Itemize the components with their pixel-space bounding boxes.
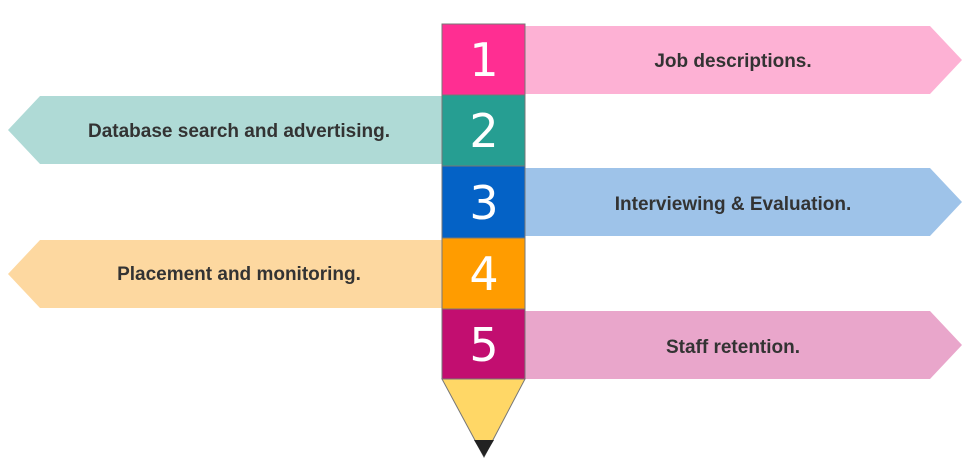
- step-4-box: [441, 237, 526, 310]
- step-2-arrow: [8, 96, 442, 164]
- step-5-number: 5: [469, 318, 498, 372]
- step-2-box: [441, 94, 526, 167]
- step-3-number: 3: [469, 176, 498, 230]
- step-5-arrow: [525, 311, 962, 379]
- pencil-tip: [474, 440, 494, 457]
- step-4-number: 4: [469, 247, 498, 301]
- step-1-number: 1: [469, 33, 498, 87]
- step-1-arrow: [525, 26, 962, 94]
- pencil-wood: [441, 378, 526, 459]
- step-5-label: Staff retention.: [666, 337, 800, 358]
- step-2-number: 2: [469, 104, 498, 158]
- step-5-box: [441, 308, 526, 380]
- step-4-label: Placement and monitoring.: [117, 264, 361, 285]
- step-3-arrow: [525, 168, 962, 236]
- step-1-label: Job descriptions.: [654, 51, 811, 72]
- step-4-arrow: [8, 240, 442, 308]
- step-3-box: [441, 165, 526, 239]
- step-3-label: Interviewing & Evaluation.: [615, 194, 852, 215]
- step-2-label: Database search and advertising.: [88, 121, 390, 142]
